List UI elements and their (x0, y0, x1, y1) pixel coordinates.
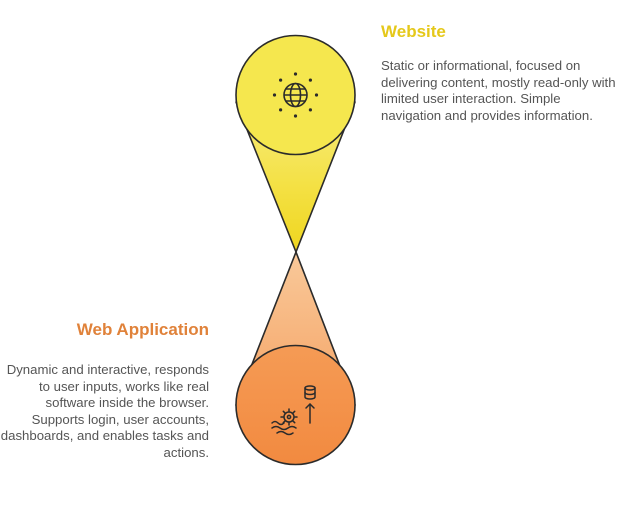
website-description: Static or informational, focused on deli… (381, 58, 616, 123)
website-title: Website (381, 22, 446, 41)
database-gear-icon (271, 385, 316, 436)
webapp-circle (235, 344, 356, 466)
globe-icon (283, 82, 308, 108)
globe-sparkle-dots (272, 72, 319, 118)
webapp-title: Web Application (76, 320, 209, 339)
webapp-description: Dynamic and interactive, responds to use… (0, 362, 209, 460)
